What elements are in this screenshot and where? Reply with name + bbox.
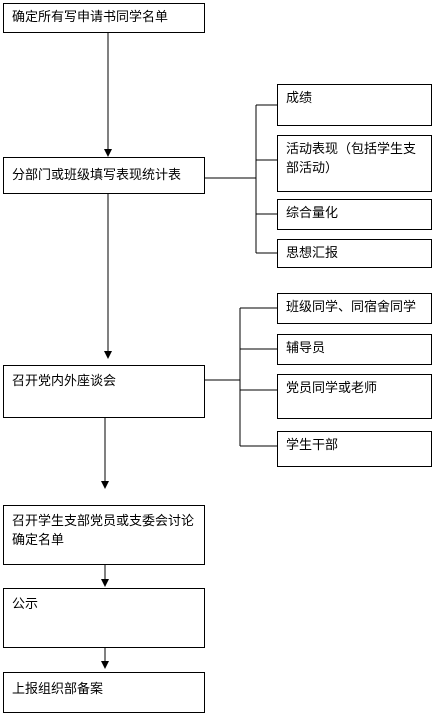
step-box-2: 分部门或班级填写表现统计表 xyxy=(3,157,205,194)
step-box-6: 上报组织部备案 xyxy=(3,672,205,713)
statistics-item-grades: 成绩 xyxy=(277,84,432,126)
step-box-1: 确定所有写申请书同学名单 xyxy=(3,3,205,33)
step-box-3: 召开党内外座谈会 xyxy=(3,365,205,418)
statistics-item-activity: 活动表现（包括学生支部活动） xyxy=(277,135,432,192)
statistics-item-quantification: 综合量化 xyxy=(277,199,432,230)
step-box-4: 召开学生支部党员或支委会讨论确定名单 xyxy=(3,505,205,565)
statistics-branch-connector xyxy=(205,104,277,254)
participant-counselor: 辅导员 xyxy=(277,334,432,365)
statistics-item-thought-report: 思想汇报 xyxy=(277,239,432,268)
forum-branch-connector xyxy=(205,307,277,447)
participant-party-members: 党员同学或老师 xyxy=(277,374,432,419)
step-box-5: 公示 xyxy=(3,588,205,648)
participant-student-cadres: 学生干部 xyxy=(277,431,432,467)
participant-classmates: 班级同学、同宿舍同学 xyxy=(277,293,432,324)
